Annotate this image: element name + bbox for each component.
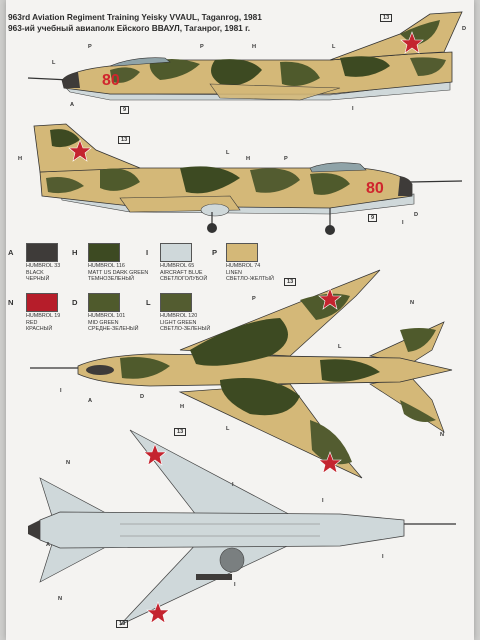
callout-L-top2: L — [226, 426, 230, 432]
paint-code-I: I — [146, 248, 149, 257]
callout-I-bottom-b: I — [322, 498, 324, 504]
callout-L-top: L — [338, 344, 342, 350]
callout-P-top: P — [252, 296, 256, 302]
callout-D-top: D — [140, 394, 145, 400]
callout-P-p1b: P — [200, 44, 204, 50]
paint-code-A: A — [8, 248, 14, 257]
callout-H-p1: H — [252, 44, 257, 50]
swatch-red — [26, 293, 58, 312]
paint-code-H: H — [72, 248, 78, 257]
callout-13-p2: 13 — [118, 136, 131, 144]
number-80-left: 80 — [102, 72, 120, 89]
callout-L-p1b: L — [332, 44, 336, 50]
paint-code-L: L — [146, 298, 151, 307]
callout-L-p1a: L — [52, 60, 56, 66]
callout-N-bottom-b: N — [58, 596, 63, 602]
title-russian: 963-ий учебный авиаполк Ейского ВВАУЛ, Т… — [8, 23, 251, 33]
callout-I-bottom-a: I — [232, 482, 234, 488]
callout-13-bottom-a: 13 — [174, 428, 187, 436]
callout-H-p2b: H — [246, 156, 251, 162]
paint-code-N: N — [8, 298, 14, 307]
callout-A-p1: A — [70, 102, 75, 108]
callout-I-p2: I — [402, 220, 404, 226]
callout-A-top: A — [88, 398, 93, 404]
number-80-right: 80 — [366, 180, 384, 197]
callout-I-top: I — [60, 388, 62, 394]
swatch-mid-green — [88, 293, 120, 312]
swatch-light-green — [160, 293, 192, 312]
callout-D-p2: D — [414, 212, 419, 218]
callout-H-top: H — [180, 404, 185, 410]
callout-N-bottom-a: N — [66, 460, 71, 466]
title-english: 963rd Aviation Regiment Training Yeisky … — [8, 12, 262, 22]
callout-D-p1: D — [462, 26, 467, 32]
swatch-black — [26, 243, 58, 262]
paint-code-D: D — [72, 298, 78, 307]
callout-13-bottom-b: 13 — [116, 620, 129, 628]
callout-A-bottom: A — [46, 542, 51, 548]
callout-N-top2: N — [440, 432, 445, 438]
callout-I-p1: I — [352, 106, 354, 112]
swatch-dark-green — [88, 243, 120, 262]
callout-I-bottom-d: I — [234, 582, 236, 588]
callout-9-p2: 9 — [368, 214, 378, 222]
swatch-aircraft-blue — [160, 243, 192, 262]
callout-H-p2a: H — [18, 156, 23, 162]
callout-9-p1: 9 — [120, 106, 130, 114]
callout-I-bottom-c: I — [382, 554, 384, 560]
callout-L-p2: L — [226, 150, 230, 156]
swatch-linen — [226, 243, 258, 262]
callout-13-p1: 13 — [380, 14, 393, 22]
callout-P-p2: P — [284, 156, 288, 162]
callout-13-top: 13 — [284, 278, 297, 286]
paint-code-P: P — [212, 248, 218, 257]
callout-N-top: N — [410, 300, 415, 306]
callout-P-p1a: P — [88, 44, 92, 50]
